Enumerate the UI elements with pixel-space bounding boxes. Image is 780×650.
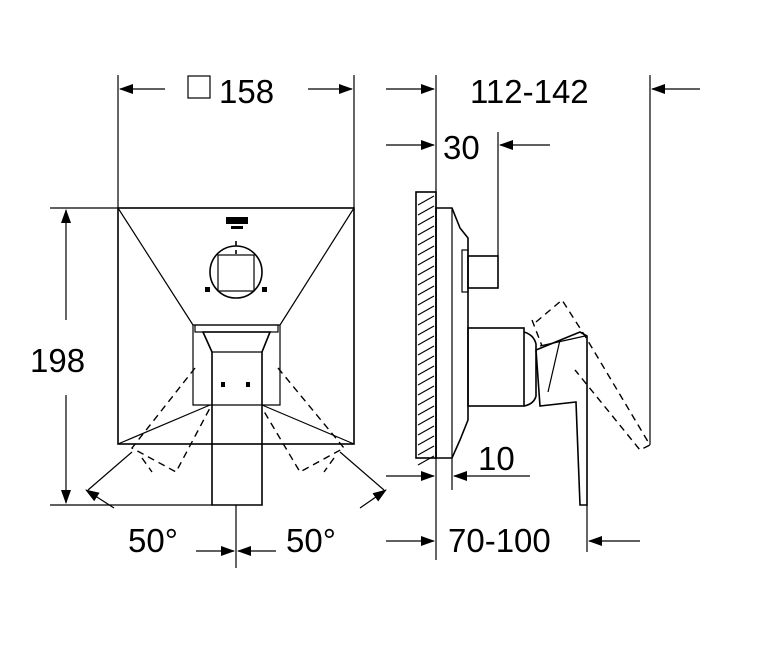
range-label: 70-100 xyxy=(448,522,551,559)
cartridge-body xyxy=(467,327,525,407)
diverter-stem xyxy=(467,255,499,289)
lever-rotated-left xyxy=(130,367,211,473)
hatch-line xyxy=(417,345,435,356)
bevel-line-tl xyxy=(117,207,194,326)
side-lever-lifted xyxy=(535,298,651,451)
hatch-line xyxy=(417,195,435,206)
hatch-line xyxy=(417,355,435,366)
diverter-knob-icon xyxy=(205,241,267,299)
offset-30-dimension xyxy=(386,132,550,256)
hatch-line xyxy=(417,255,435,266)
angle-dimension xyxy=(85,451,387,568)
hatch-line xyxy=(417,385,435,396)
square-symbol-icon xyxy=(187,75,211,99)
lever-handle xyxy=(194,324,279,506)
hatch-line xyxy=(417,295,435,306)
hatch-line xyxy=(417,225,435,236)
angle-right-label: 50° xyxy=(286,522,336,559)
cover-plate-outline xyxy=(117,207,355,445)
hatch-line xyxy=(417,445,435,456)
hatch-line xyxy=(417,275,435,286)
hatch-line xyxy=(417,265,435,276)
hatch-line xyxy=(417,415,435,426)
hatch-line xyxy=(417,325,435,336)
hatch-line xyxy=(417,305,435,316)
hatch-line xyxy=(417,365,435,376)
depth-label: 112-142 xyxy=(470,73,589,110)
hatch-line xyxy=(417,425,435,436)
height-label: 198 xyxy=(30,342,85,379)
offset-30-label: 30 xyxy=(443,129,480,166)
hatch-line xyxy=(417,285,435,296)
depth-dimension xyxy=(386,75,700,560)
bevel-line-br xyxy=(261,404,355,445)
hatch-line xyxy=(417,375,435,386)
hatch-line xyxy=(417,405,435,416)
hatch-line xyxy=(417,395,435,406)
hatch-line xyxy=(417,215,435,226)
diverter-stem-collar xyxy=(461,249,469,293)
width-label: 158 xyxy=(219,73,274,110)
side-lever xyxy=(535,331,588,506)
offset-10-dimension xyxy=(386,458,530,490)
hatch-line xyxy=(417,315,435,326)
hatch-line xyxy=(417,235,435,246)
hatch-line xyxy=(417,455,435,466)
hatch-line xyxy=(417,245,435,256)
brand-logo-icon xyxy=(226,217,248,229)
range-dimension xyxy=(386,505,640,552)
side-view: 112-142 30 10 70-100 xyxy=(386,73,700,560)
bevel-line-tr xyxy=(279,207,355,326)
bevel-line-bl xyxy=(117,404,211,445)
front-view: 158 198 50° 50° xyxy=(30,73,387,568)
side-lever-lifted-edge xyxy=(531,319,543,347)
plate-profile xyxy=(435,207,469,459)
cartridge-cap xyxy=(523,331,537,407)
offset-10-label: 10 xyxy=(478,440,515,477)
hatch-line xyxy=(417,335,435,346)
hatch-line xyxy=(417,435,435,446)
lever-rotated-right xyxy=(261,367,346,473)
hatch-line xyxy=(417,205,435,216)
angle-left-label: 50° xyxy=(128,522,178,559)
width-dimension xyxy=(117,75,355,208)
wall-section xyxy=(415,191,437,466)
height-dimension xyxy=(50,207,212,506)
